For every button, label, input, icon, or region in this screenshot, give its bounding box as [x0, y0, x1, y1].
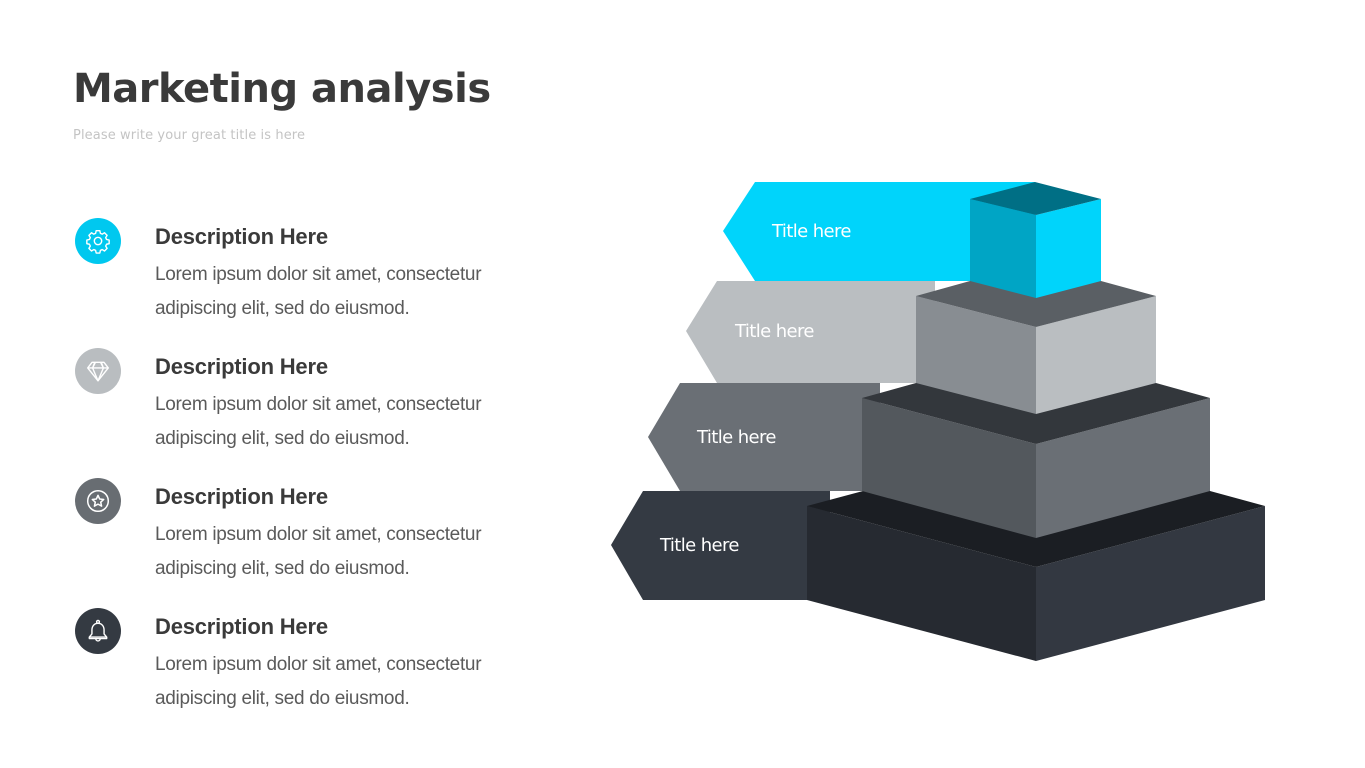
description-icon-badge: [75, 218, 121, 264]
page-subtitle: Please write your great title is here: [73, 128, 306, 143]
level-2-right-face: [1036, 296, 1156, 414]
diamond-icon: [87, 361, 109, 382]
pyramid-level-2: Title here: [686, 281, 1156, 414]
description-item: Description Here Lorem ipsum dolor sit a…: [0, 608, 560, 728]
description-body: Lorem ipsum dolor sit amet, consectetur …: [155, 394, 482, 449]
description-body: Lorem ipsum dolor sit amet, consectetur …: [155, 654, 482, 709]
level-3-left-face: [862, 398, 1036, 538]
description-heading: Description Here: [155, 224, 328, 249]
pyramid-level-4: Title here: [611, 491, 1265, 661]
level-1-left-face: [970, 199, 1036, 298]
level-4-left-face: [807, 506, 1036, 661]
description-item: Description Here Lorem ipsum dolor sit a…: [0, 478, 560, 598]
description-item: Description Here Lorem ipsum dolor sit a…: [0, 348, 560, 468]
level-1-right-face: [1036, 199, 1101, 298]
page-title: Marketing analysis: [73, 66, 491, 112]
level-4-arrow: [611, 491, 830, 600]
description-body: Lorem ipsum dolor sit amet, consectetur …: [155, 264, 482, 319]
description-icon-badge: [75, 608, 121, 654]
level-4-label: Title here: [659, 535, 739, 556]
description-body: Lorem ipsum dolor sit amet, consectetur …: [155, 524, 482, 579]
description-item: Description Here Lorem ipsum dolor sit a…: [0, 218, 560, 338]
level-2-top-face: [916, 281, 1156, 327]
level-2-arrow: [686, 281, 935, 383]
level-2-label: Title here: [734, 321, 814, 342]
level-3-right-face: [1036, 398, 1210, 538]
description-heading: Description Here: [155, 484, 328, 509]
description-icon-badge: [75, 478, 121, 524]
pyramid-level-3: Title here: [648, 383, 1210, 538]
description-icon-badge: [75, 348, 121, 394]
description-heading: Description Here: [155, 354, 328, 379]
gear-icon: [86, 230, 110, 254]
star-badge-icon: [86, 489, 110, 513]
description-heading: Description Here: [155, 614, 328, 639]
level-4-right-face: [1036, 506, 1265, 661]
level-1-label: Title here: [771, 221, 851, 242]
level-2-left-face: [916, 296, 1036, 414]
level-3-label: Title here: [696, 427, 776, 448]
bell-icon: [88, 619, 108, 642]
level-3-arrow: [648, 383, 880, 491]
pyramid-level-1: Title here: [723, 182, 1101, 298]
level-1-top-face: [970, 182, 1101, 215]
level-1-arrow: [723, 182, 1035, 281]
